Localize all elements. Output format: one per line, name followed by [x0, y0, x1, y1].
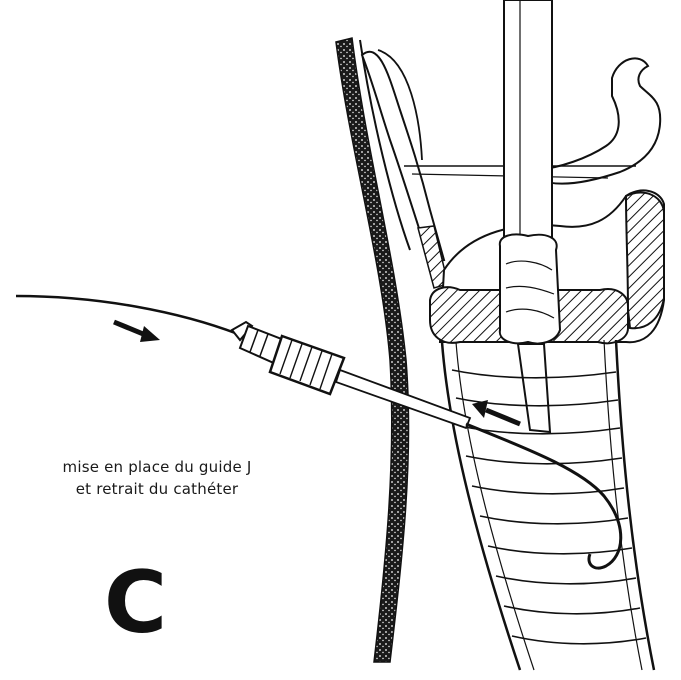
catheter-hub-body	[270, 336, 344, 394]
trachea-left-wall-inner	[456, 342, 534, 670]
panel-label: C	[104, 560, 167, 646]
advance-arrow-head	[140, 326, 160, 342]
caption-line-1: mise en place du guide J	[22, 456, 292, 478]
tube-tip	[518, 344, 550, 432]
tube-cuff	[500, 234, 560, 343]
caption-line-2: et retrait du cathéter	[22, 478, 292, 500]
tracheal-ring	[488, 546, 632, 554]
withdraw-arrow-head	[472, 400, 488, 418]
tracheal-ring	[504, 606, 640, 614]
hatched-cartilage-right	[626, 193, 664, 329]
tracheal-ring	[496, 576, 636, 584]
tracheal-ring	[480, 516, 628, 524]
trachea-right-wall	[616, 340, 654, 670]
tracheal-ring	[512, 636, 646, 644]
withdraw-arrow-icon	[486, 410, 520, 424]
endotracheal-tube	[504, 0, 552, 250]
hyoid-bone	[536, 58, 660, 183]
caption: mise en place du guide J et retrait du c…	[22, 456, 292, 500]
trachea-left-wall	[442, 342, 520, 670]
